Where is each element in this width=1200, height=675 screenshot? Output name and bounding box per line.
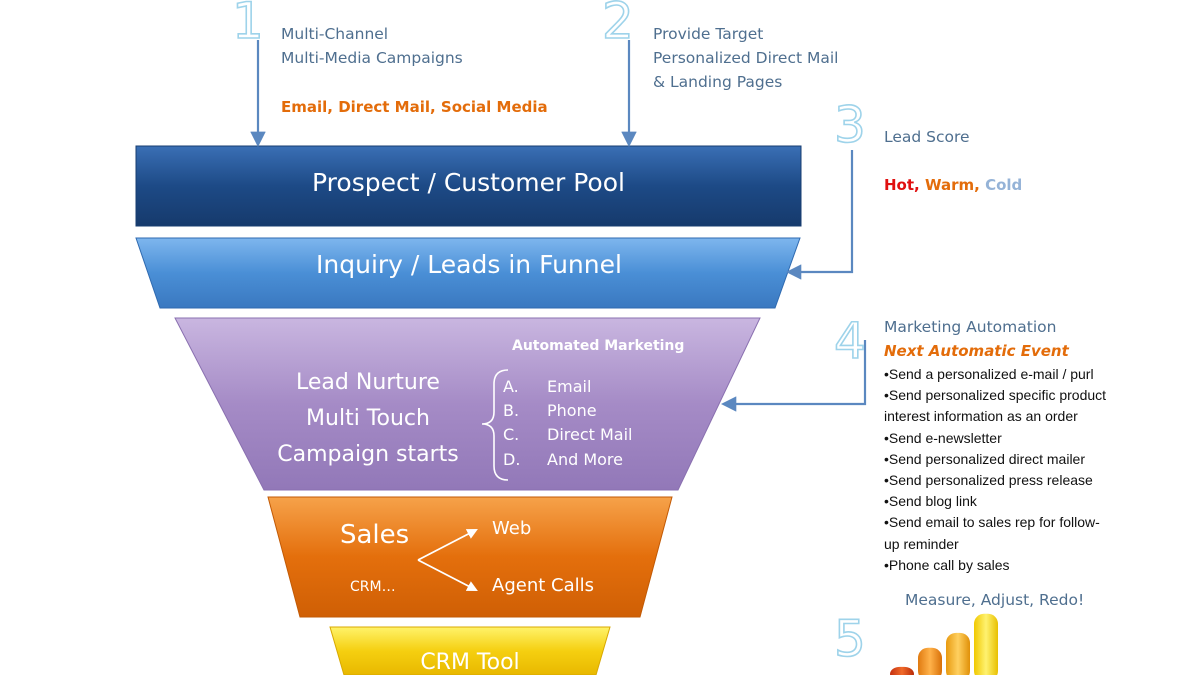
measure-bar-chart bbox=[890, 613, 998, 675]
step-5-number: 5 bbox=[833, 610, 866, 668]
lead-score-values: Hot, Warm, Cold bbox=[884, 173, 1022, 197]
automation-event-list: •Send a personalized e-mail / purl •Send… bbox=[884, 364, 1106, 576]
step-2-line1: Provide Target bbox=[653, 25, 764, 43]
sales-agent-calls-label: Agent Calls bbox=[492, 575, 594, 596]
arrow-step4 bbox=[720, 340, 867, 412]
step-1-channels: Email, Direct Mail, Social Media bbox=[281, 98, 548, 116]
nurture-item-text: And More bbox=[547, 450, 623, 469]
automation-event: •Send personalized press release bbox=[884, 472, 1093, 489]
automation-event: •Send a personalized e-mail / purl bbox=[884, 366, 1094, 382]
lead-score-hot: Hot, bbox=[884, 176, 920, 194]
inquiry-title: Inquiry / Leads in Funnel bbox=[316, 250, 622, 279]
step-4-number: 4 bbox=[833, 312, 866, 370]
nurture-item-text: Direct Mail bbox=[547, 425, 633, 444]
arrow-step3 bbox=[785, 150, 854, 280]
inquiry-band bbox=[135, 237, 801, 309]
pool-title: Prospect / Customer Pool bbox=[312, 168, 625, 197]
automation-event: up reminder bbox=[884, 535, 959, 552]
step-4-label: Marketing Automation bbox=[884, 318, 1057, 336]
sales-web-label: Web bbox=[492, 518, 532, 539]
automation-event: •Phone call by sales bbox=[884, 556, 1010, 573]
crm-tool-title: CRM Tool bbox=[420, 650, 520, 675]
nurture-line2: Multi Touch bbox=[306, 406, 430, 431]
step-1-number: 1 bbox=[231, 0, 264, 50]
automation-event: •Send email to sales rep for follow- bbox=[884, 514, 1100, 531]
measure-bar bbox=[974, 613, 998, 675]
pool-band bbox=[135, 145, 802, 227]
step-3-label: Lead Score bbox=[884, 128, 970, 146]
measure-bar bbox=[946, 632, 970, 675]
sales-band bbox=[267, 496, 673, 618]
nurture-line3: Campaign starts bbox=[277, 442, 459, 467]
nurture-line1: Lead Nurture bbox=[296, 370, 440, 395]
arrow-sales-web bbox=[417, 529, 478, 561]
nurture-item-letter: B. bbox=[503, 401, 520, 420]
automation-event: •Send personalized direct mailer bbox=[884, 450, 1086, 467]
sales-crm-label: CRM… bbox=[350, 579, 396, 595]
automation-event: •Send personalized specific product bbox=[884, 387, 1107, 404]
step-2-line2: Personalized Direct Mail bbox=[653, 49, 839, 67]
nurture-bracket bbox=[481, 369, 509, 481]
nurture-band bbox=[174, 317, 761, 491]
nurture-item-letter: C. bbox=[503, 425, 520, 444]
nurture-item-text: Phone bbox=[547, 401, 597, 420]
lead-score-cold: Cold bbox=[985, 176, 1023, 194]
step-2-number: 2 bbox=[601, 0, 634, 50]
step-5-label: Measure, Adjust, Redo! bbox=[905, 591, 1085, 609]
step-2-line3: & Landing Pages bbox=[653, 73, 783, 91]
step-3-number: 3 bbox=[833, 96, 866, 154]
step-1-line2: Multi-Media Campaigns bbox=[281, 49, 463, 67]
measure-bar bbox=[890, 666, 914, 675]
arrow-sales-agent bbox=[417, 559, 478, 591]
automated-marketing-heading: Automated Marketing bbox=[512, 338, 685, 354]
automation-event: •Send blog link bbox=[884, 493, 977, 510]
crm-band bbox=[329, 626, 611, 675]
automation-event: interest information as an order bbox=[884, 408, 1078, 425]
nurture-item-letter: D. bbox=[503, 450, 521, 469]
lead-score-warm: Warm, bbox=[924, 176, 980, 194]
sales-title: Sales bbox=[340, 520, 410, 550]
nurture-item-text: Email bbox=[547, 377, 592, 396]
measure-bar bbox=[918, 647, 942, 675]
automation-event: •Send e-newsletter bbox=[884, 429, 1002, 446]
step-4-sublabel: Next Automatic Event bbox=[884, 342, 1069, 360]
nurture-item-letter: A. bbox=[503, 377, 519, 396]
step-1-line1: Multi-Channel bbox=[281, 25, 389, 43]
